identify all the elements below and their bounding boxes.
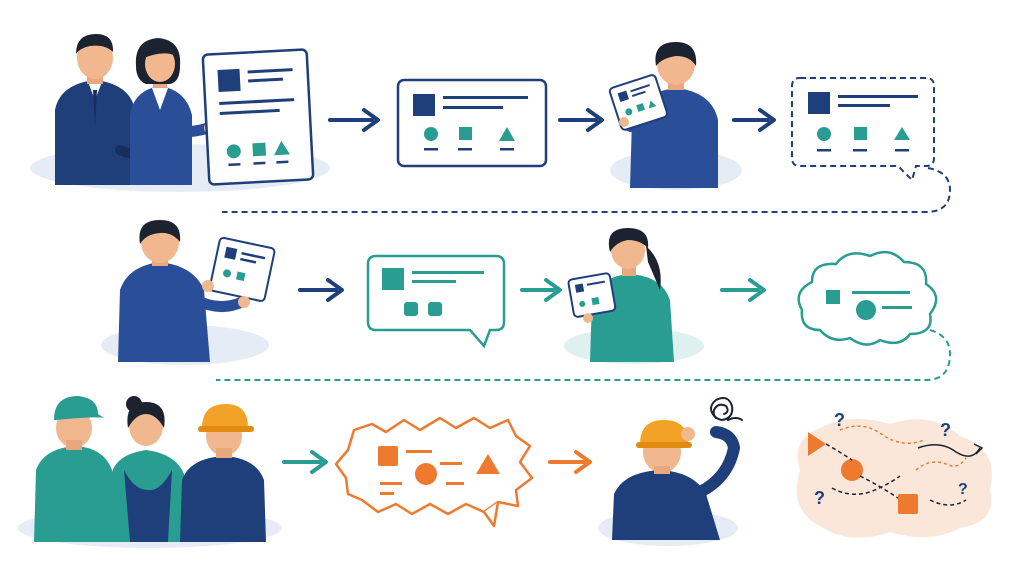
worker-with-hardhat: [180, 404, 266, 542]
simplified-speech-bubble: [366, 254, 506, 349]
circle-icon: [856, 300, 876, 320]
square-icon: [217, 68, 241, 93]
cap-icon: [54, 396, 104, 420]
arrow-right-icon: [720, 278, 766, 302]
row-connector-1: [222, 167, 952, 213]
triangle-icon: [808, 432, 826, 456]
circle-icon: [424, 127, 438, 141]
hardhat-icon: [640, 420, 688, 444]
question-mark-icon: ?: [958, 481, 968, 498]
square-icon: [382, 268, 404, 290]
row-1: [30, 34, 952, 213]
hardhat-icon: [202, 404, 248, 428]
confused-worker: [598, 397, 743, 546]
square-icon: [808, 92, 830, 114]
square-icon: [826, 290, 840, 304]
circle-icon: [415, 463, 437, 485]
jagged-message-bubble: [334, 416, 534, 528]
supervisor-reading-tablet: [564, 228, 704, 364]
scribble-icon: [710, 397, 743, 422]
tablet-icon: [208, 236, 276, 302]
dashed-speech-bubble: [791, 77, 935, 182]
square-icon: [459, 127, 472, 140]
circle-icon: [226, 144, 241, 159]
row-3: ? ? ? ?: [18, 396, 992, 548]
square-icon: [413, 94, 435, 116]
arrow-right-icon: [548, 450, 592, 474]
arrow-right-icon: [328, 108, 380, 132]
row-connector-2: [216, 329, 952, 381]
arrow-right-icon: [520, 278, 562, 302]
clear-document-card: [396, 78, 548, 168]
square-icon: [428, 302, 442, 316]
arrow-right-icon: [558, 108, 604, 132]
presentation-board: [201, 48, 315, 186]
manager-reading-tablet: [608, 42, 742, 190]
question-mark-icon: ?: [834, 410, 845, 430]
tablet-icon: [608, 74, 669, 131]
triangle-icon: [894, 127, 910, 140]
circle-icon: [817, 127, 831, 141]
chaotic-message: ? ? ? ?: [796, 410, 992, 538]
cloud-thought-bubble: [797, 250, 938, 346]
triangle-icon: [274, 140, 290, 156]
tablet-icon: [567, 272, 617, 318]
square-icon: [378, 446, 398, 466]
square-icon: [854, 127, 867, 140]
arrow-right-icon: [298, 278, 344, 302]
arrow-right-icon: [732, 108, 776, 132]
question-mark-icon: ?: [940, 420, 951, 440]
triangle-icon: [499, 127, 515, 141]
square-icon: [404, 302, 418, 316]
circle-icon: [841, 459, 863, 481]
manager-holding-tablet: [101, 220, 276, 365]
question-mark-icon: ?: [814, 488, 825, 508]
square-icon: [898, 494, 918, 514]
triangle-icon: [476, 454, 500, 474]
row-2: [101, 220, 952, 381]
worker-with-cap: [34, 396, 114, 542]
worker-woman-overalls: [110, 396, 186, 542]
arrow-right-icon: [282, 450, 328, 474]
